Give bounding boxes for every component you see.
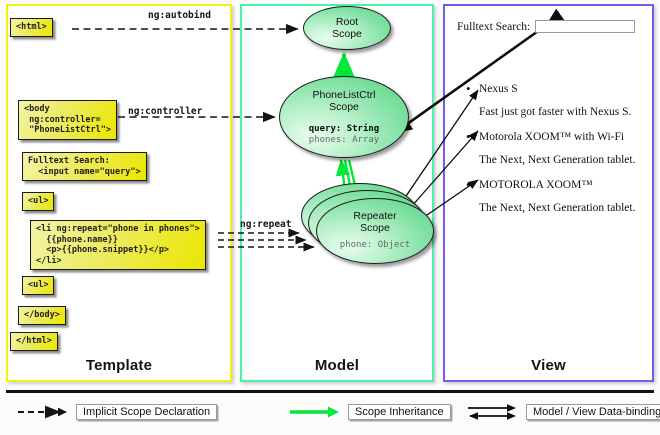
panel-template-label: Template [85, 357, 153, 374]
view-search-label: Fulltext Search: [457, 20, 531, 33]
scope-phonelistctrl-title-2: Scope [329, 100, 359, 113]
edge-label-ng-repeat: ng:repeat [240, 219, 292, 230]
scope-repeater-front: Repeater Scope phone: Object [316, 198, 434, 264]
scope-root-title-2: Scope [332, 28, 362, 40]
edge-label-ng-controller: ng:controller [128, 106, 203, 117]
panel-model-label: Model [314, 357, 360, 374]
code-box-html-open: <html> [10, 18, 53, 37]
scope-phonelistctrl-title-1: PhoneListCtrl [312, 88, 376, 101]
legend: Implicit Scope Declaration Scope Inherit… [0, 398, 660, 434]
code-box-search: Fulltext Search: <input name="query"> [22, 152, 147, 181]
scope-phonelistctrl: PhoneListCtrl Scope query: String phones… [279, 76, 409, 158]
legend-divider [6, 390, 654, 393]
code-box-ul-open: <ul> [22, 192, 55, 211]
scope-repeater-title-1: Repeater [353, 209, 397, 222]
scope-prop-phone: phone: Object [339, 239, 411, 250]
phone-name: Motorola XOOM™ with Wi-Fi [461, 129, 651, 145]
legend-label: Scope Inheritance [348, 404, 451, 420]
code-box-li-repeat: <li ng:repeat="phone in phones"> {{phone… [30, 220, 206, 270]
list-item: MOTOROLA XOOM™ The Next, Next Generation… [461, 177, 651, 216]
edge-label-ng-autobind: ng:autobind [148, 10, 211, 21]
phone-snippet: The Next, Next Generation tablet. [479, 202, 636, 214]
list-item: Motorola XOOM™ with Wi-Fi The Next, Next… [461, 129, 651, 168]
scope-root: Root Scope [303, 6, 391, 50]
code-box-ul-close: <ul> [22, 276, 55, 295]
legend-label: Model / View Data-binding [526, 404, 660, 420]
legend-label: Implicit Scope Declaration [76, 404, 218, 420]
scope-prop-phones: phones: Array [308, 134, 380, 145]
view-search-input[interactable] [535, 20, 636, 33]
view-search-row: Fulltext Search: [457, 20, 636, 33]
legend-item-scope-inheritance: Scope Inheritance [288, 402, 451, 422]
view-phone-list: Nexus S Fast just got faster with Nexus … [461, 81, 651, 226]
code-box-html-close: </html> [10, 332, 58, 351]
double-arrow-icon [466, 402, 520, 422]
phone-snippet: The Next, Next Generation tablet. [479, 154, 636, 166]
scope-prop-query: query: String [308, 123, 380, 134]
code-box-body-close: </body> [18, 306, 66, 325]
dashed-arrow-icon [16, 402, 70, 422]
phone-name: Nexus S [461, 81, 651, 97]
code-box-body-open: <body ng:controller= "PhoneListCtrl"> [18, 100, 117, 140]
phone-snippet: Fast just got faster with Nexus S. [479, 106, 632, 118]
phone-name: MOTOROLA XOOM™ [461, 177, 651, 193]
list-item: Nexus S Fast just got faster with Nexus … [461, 81, 651, 120]
green-arrow-icon [288, 402, 342, 422]
legend-item-implicit-scope-declaration: Implicit Scope Declaration [16, 402, 218, 422]
legend-item-model-view-data-binding: Model / View Data-binding [466, 402, 660, 422]
panel-view-label: View [531, 357, 566, 374]
scope-repeater-title-2: Scope [360, 221, 390, 234]
view-content: Fulltext Search: Nexus S Fast just got f… [447, 8, 650, 378]
scope-root-title-1: Root [335, 16, 359, 28]
